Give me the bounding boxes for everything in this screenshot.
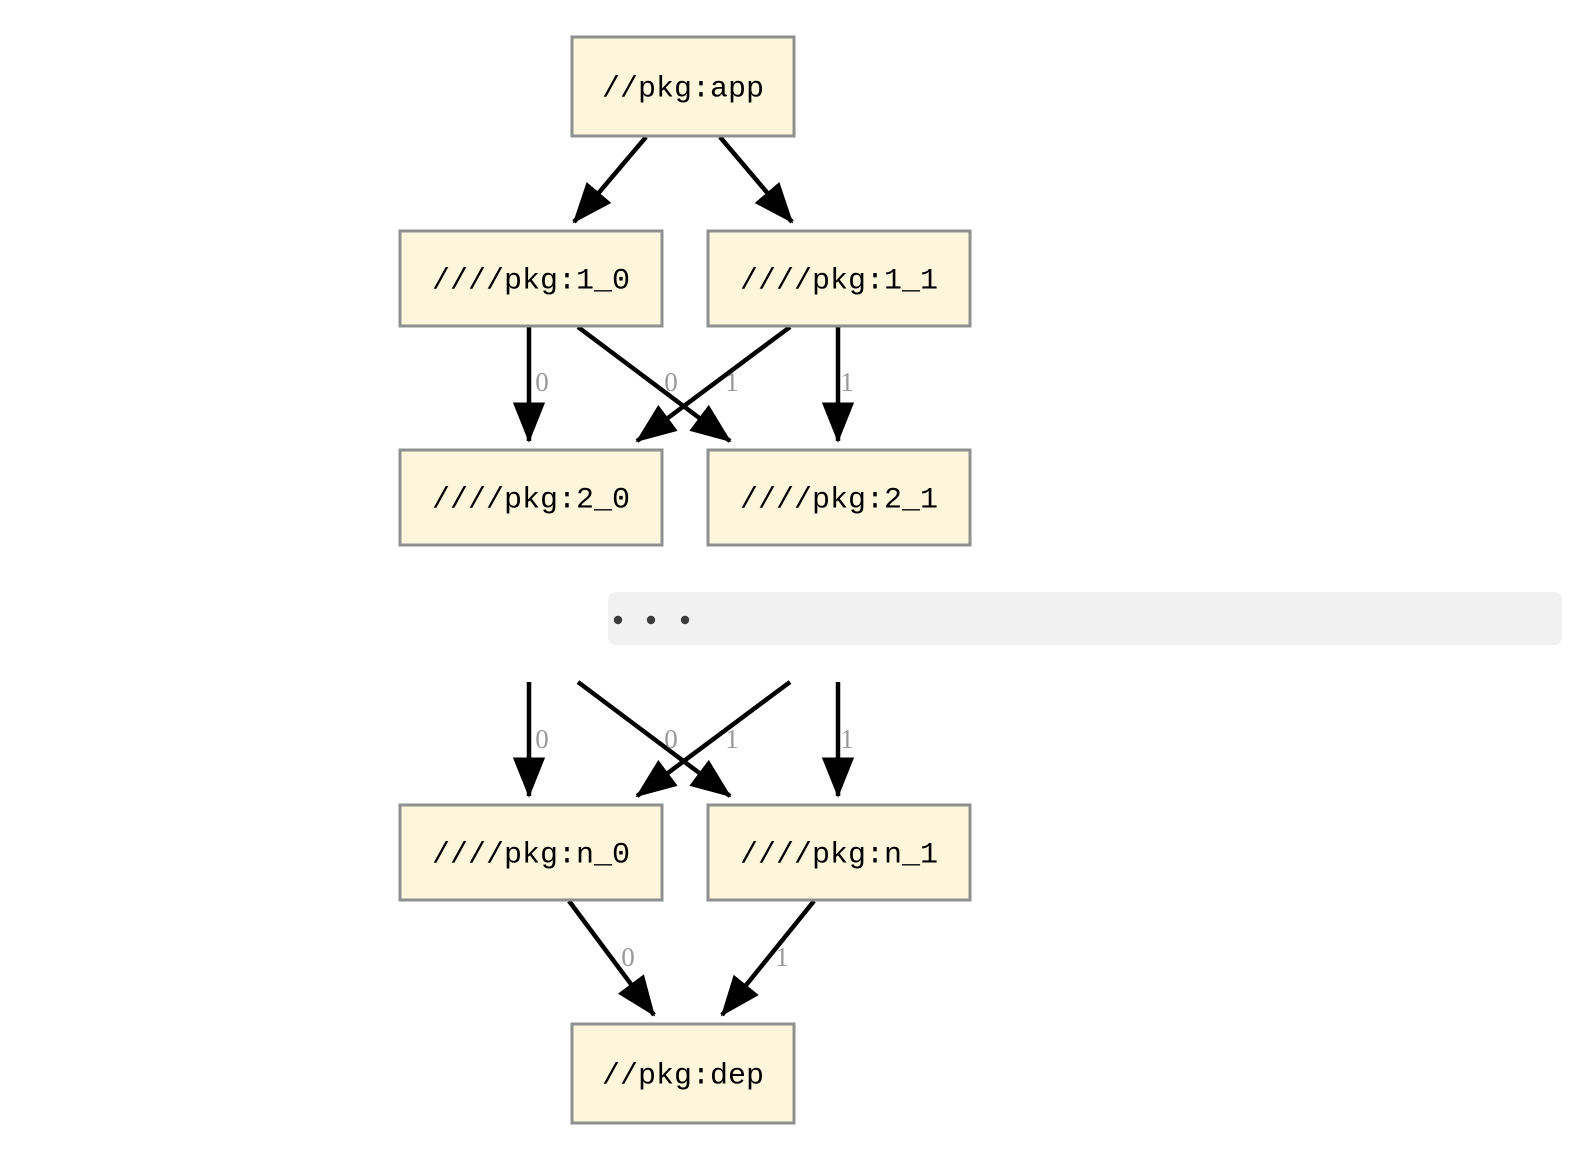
- node-box[interactable]: [706, 448, 972, 547]
- node-box[interactable]: [570, 35, 796, 138]
- node-dep[interactable]: //pkg:dep: [570, 1022, 796, 1125]
- node-label: //pkg:app: [602, 72, 764, 106]
- edge-label: 0: [664, 724, 678, 754]
- node-label: ////pkg:1_1: [740, 264, 938, 298]
- edge-n1_1-to-n2_0: [635, 325, 792, 443]
- node-box[interactable]: [398, 229, 664, 328]
- node-nn_1[interactable]: ////pkg:n_1: [706, 803, 972, 902]
- edge-nn_1-to-dep: [720, 899, 816, 1017]
- edge-label: 0: [535, 724, 549, 754]
- node-n2_1[interactable]: ////pkg:2_1: [706, 448, 972, 547]
- edge-layer: [512, 135, 855, 1017]
- node-app[interactable]: //pkg:app: [570, 35, 796, 138]
- node-n1_1[interactable]: ////pkg:1_1: [706, 229, 972, 328]
- node-box[interactable]: [398, 803, 664, 902]
- edge-nn_0-to-dep: [567, 899, 656, 1017]
- node-n1_0[interactable]: ////pkg:1_0: [398, 229, 664, 328]
- ellipsis-dot-2: [680, 615, 690, 625]
- node-box[interactable]: [706, 803, 972, 902]
- edge-label: 1: [725, 367, 739, 397]
- ellipsis-dot-1: [646, 615, 656, 625]
- ellipsis-separator: [608, 592, 1562, 645]
- edge-label: 1: [775, 942, 789, 972]
- edge-label: 1: [725, 724, 739, 754]
- node-label: ////pkg:n_0: [432, 838, 630, 872]
- edge-label: 1: [840, 724, 854, 754]
- edge-label: 0: [664, 367, 678, 397]
- edge-upstream-to-nn_0: [635, 680, 792, 798]
- node-layer: //pkg:app ////pkg:1_0 ////pkg:1_1 ////pkg:2…: [398, 35, 972, 1125]
- edge-label: 0: [621, 942, 635, 972]
- node-label: ////pkg:n_1: [740, 838, 938, 872]
- node-label: ////pkg:2_1: [740, 483, 938, 517]
- edge-upstream-to-nn_1: [576, 680, 732, 798]
- node-box[interactable]: [398, 448, 664, 547]
- edge-label: 1: [840, 367, 854, 397]
- edge-app-to-n1_0: [572, 135, 648, 224]
- edge-label-layer: 0 1 0 1 0 1 0 1 0 1: [535, 367, 854, 972]
- node-box[interactable]: [706, 229, 972, 328]
- ellipsis-dot-0: [613, 615, 623, 625]
- node-n2_0[interactable]: ////pkg:2_0: [398, 448, 664, 547]
- node-box[interactable]: [570, 1022, 796, 1125]
- ellipsis-band: [608, 592, 1562, 645]
- node-label: ////pkg:1_0: [432, 264, 630, 298]
- node-nn_0[interactable]: ////pkg:n_0: [398, 803, 664, 902]
- node-label: ////pkg:2_0: [432, 483, 630, 517]
- edge-n1_0-to-n2_1: [576, 325, 732, 443]
- edge-label: 0: [535, 367, 549, 397]
- edge-app-to-n1_1: [718, 135, 794, 224]
- node-label: //pkg:dep: [602, 1059, 764, 1093]
